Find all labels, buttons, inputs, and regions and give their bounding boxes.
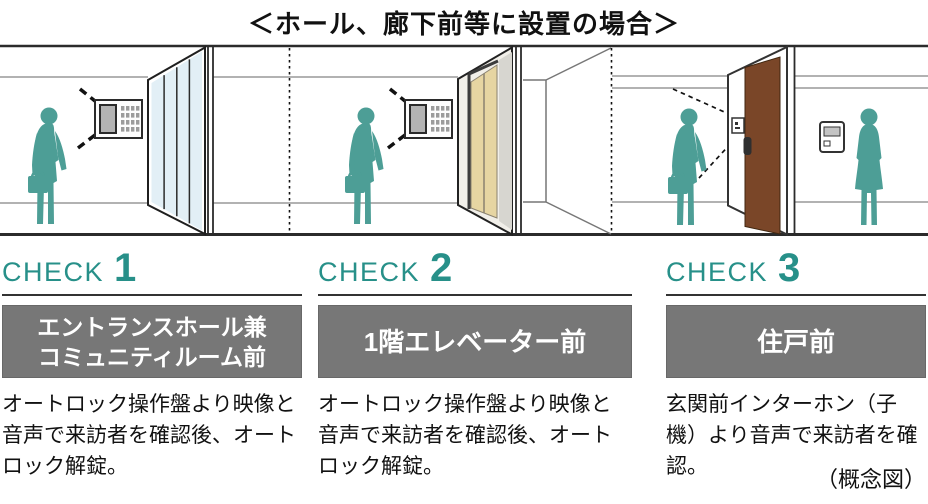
check-3-heading: CHECK 3 bbox=[666, 248, 926, 294]
visitor-silhouette bbox=[26, 106, 68, 226]
entrance-intercom-child-unit-icon bbox=[731, 117, 745, 134]
autolock-operation-panel-icon bbox=[404, 99, 453, 139]
diagram-title: ＜ホール、廊下前等に設置の場合＞ bbox=[247, 9, 680, 39]
wall-lines bbox=[289, 76, 458, 204]
callout-dashes bbox=[76, 87, 97, 150]
check-label: CHECK bbox=[666, 257, 769, 287]
wall-lines bbox=[612, 75, 928, 203]
wall-corner bbox=[207, 46, 214, 234]
panel-3-scene bbox=[612, 45, 928, 237]
wall-lines bbox=[0, 76, 289, 204]
concept-note: （概念図） bbox=[815, 468, 926, 493]
check-1-rule bbox=[2, 294, 302, 296]
check-3-rule bbox=[666, 294, 926, 296]
check-2-rule bbox=[318, 294, 632, 296]
location-line: エントランスホール兼 bbox=[37, 313, 267, 340]
check-number: 2 bbox=[430, 246, 453, 290]
door-handle bbox=[743, 137, 752, 155]
sight-line-dashes bbox=[672, 88, 734, 179]
wall-corner bbox=[515, 46, 522, 234]
check-number: 3 bbox=[778, 246, 801, 290]
check-2-heading: CHECK 2 bbox=[318, 248, 632, 294]
visitor-silhouette bbox=[343, 106, 385, 226]
check-label: CHECK bbox=[2, 257, 105, 287]
panel-2-scene bbox=[289, 45, 612, 237]
description-3: 玄関前インターホン（子機）より音声で来訪者を確認。 bbox=[666, 392, 918, 478]
entrance-door bbox=[727, 45, 796, 237]
check-3-section: CHECK 3 住戸前 玄関前インターホン（子機）より音声で来訪者を確認。 （概… bbox=[666, 248, 926, 493]
autolock-operation-panel-icon bbox=[94, 99, 143, 139]
intercom-parent-unit-icon bbox=[819, 121, 845, 153]
location-line: 住戸前 bbox=[756, 326, 835, 357]
panel-1-scene bbox=[0, 45, 289, 236]
check-label: CHECK bbox=[318, 257, 421, 287]
description-2: オートロック操作盤より映像と音声で来訪者を確認後、オートロック解錠。 bbox=[318, 392, 612, 478]
check-number: 1 bbox=[114, 246, 137, 290]
corridor-perspective bbox=[523, 47, 612, 235]
location-box-1: エントランスホール兼 コミュニティルーム前 bbox=[2, 305, 302, 378]
glass-partition bbox=[147, 45, 206, 236]
check-1-heading: CHECK 1 bbox=[2, 248, 302, 294]
visitor-silhouette bbox=[666, 107, 708, 227]
callout-dashes bbox=[386, 87, 407, 150]
illustration-band bbox=[0, 44, 928, 237]
check-2-section: CHECK 2 1階エレベーター前 オートロック操作盤より映像と音声で来訪者を確… bbox=[318, 248, 632, 482]
location-line: コミュニティルーム前 bbox=[38, 343, 266, 370]
location-line: 1階エレベーター前 bbox=[363, 326, 587, 357]
location-box-3: 住戸前 bbox=[666, 305, 926, 378]
description-1: オートロック操作盤より映像と音声で来訪者を確認後、オートロック解錠。 bbox=[2, 392, 296, 478]
location-box-2: 1階エレベーター前 bbox=[318, 305, 632, 378]
resident-silhouette bbox=[855, 108, 883, 225]
check-1-section: CHECK 1 エントランスホール兼 コミュニティルーム前 オートロック操作盤よ… bbox=[2, 248, 302, 482]
elevator-door bbox=[457, 45, 513, 237]
